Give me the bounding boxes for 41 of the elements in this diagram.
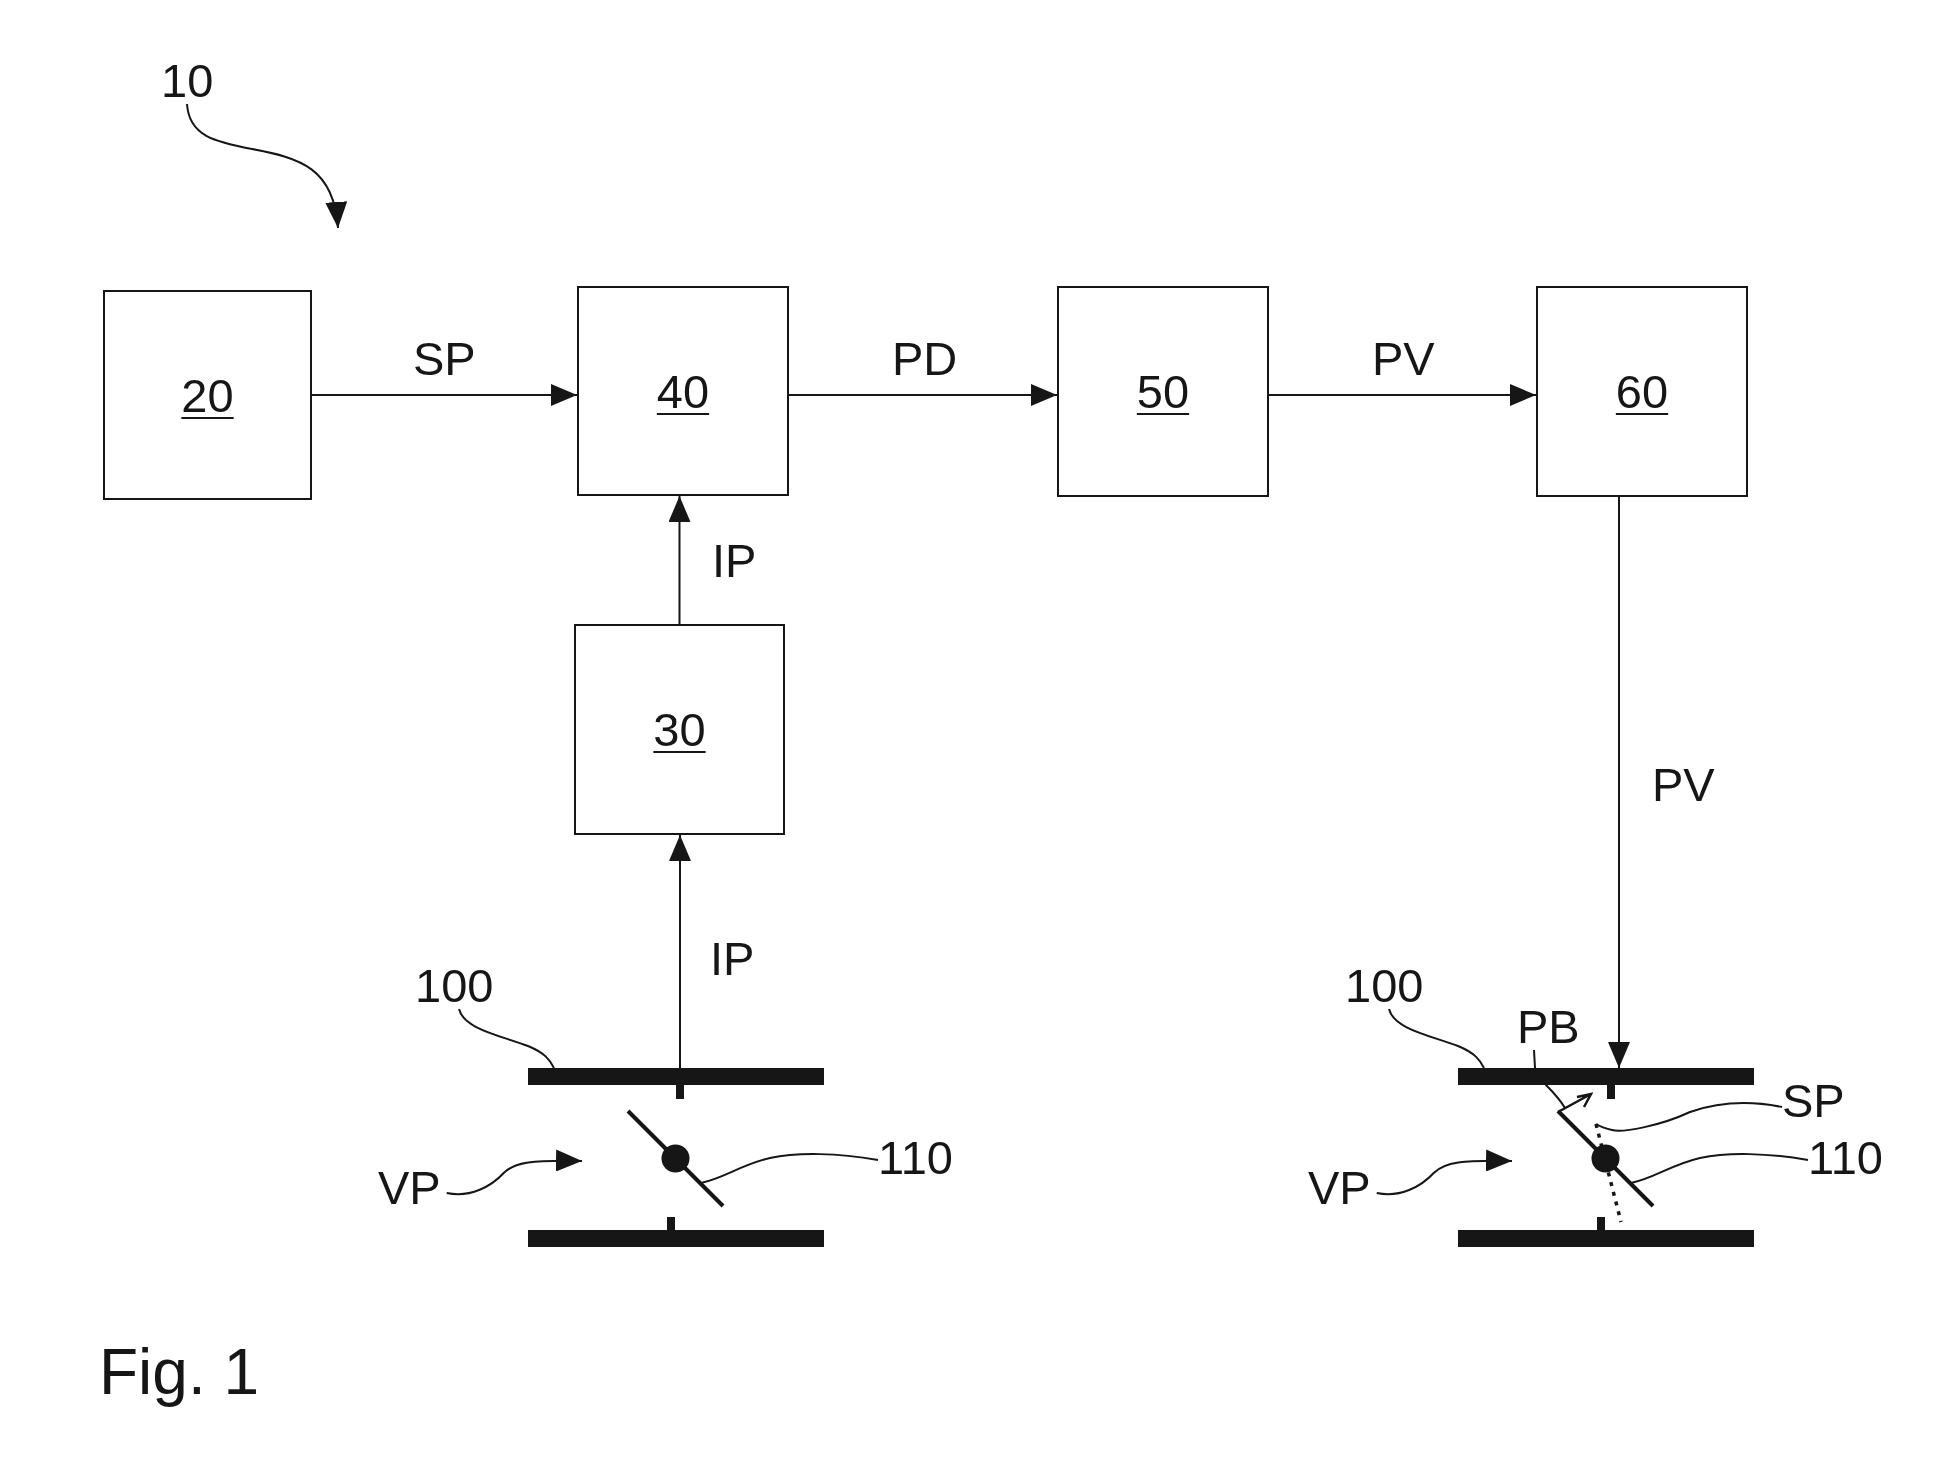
reference-numeral: 110 [1808,1134,1883,1181]
reference-numeral: 100 [1345,962,1424,1009]
edge-label: PD [892,335,958,382]
leader-line [1595,1102,1783,1132]
leader-line [700,1153,879,1184]
arrow [788,384,1058,406]
process-box: 20 [103,290,312,500]
pipe-wall [1458,1068,1754,1085]
arrow [668,495,691,625]
process-box: 50 [1057,286,1269,497]
pipe-wall [528,1068,824,1085]
leader-line [1630,1153,1809,1184]
process-box: 40 [577,286,789,496]
arrow [311,384,578,406]
process-box: 30 [574,624,785,835]
edge-label: SP [413,335,476,382]
signal-label: VP [1308,1164,1371,1211]
edge-label: PV [1652,761,1715,808]
pipe-wall [528,1230,824,1247]
leader-line [1388,1008,1485,1069]
edge-label: IP [710,935,755,982]
reference-numeral: 10 [161,57,214,104]
leader-arrow [1375,1149,1513,1196]
leader-line [458,1008,555,1069]
pipe-wall [1458,1230,1754,1247]
signal-label: SP [1782,1077,1845,1124]
reference-numeral: 110 [878,1134,953,1181]
signal-label: VP [378,1164,441,1211]
reference-numeral: 100 [415,962,494,1009]
dotted-line [1594,1123,1623,1223]
valve-flap [626,1109,725,1208]
leader-arrow [186,103,346,229]
arrow [1608,496,1630,1069]
edge-label: PV [1372,335,1435,382]
leader-arrow [445,1149,583,1196]
valve-flap [1556,1109,1655,1208]
signal-label: PB [1517,1003,1580,1050]
edge-label: IP [712,537,757,584]
arrow [669,834,691,1069]
arrow [1268,384,1537,406]
process-box: 60 [1536,286,1748,497]
